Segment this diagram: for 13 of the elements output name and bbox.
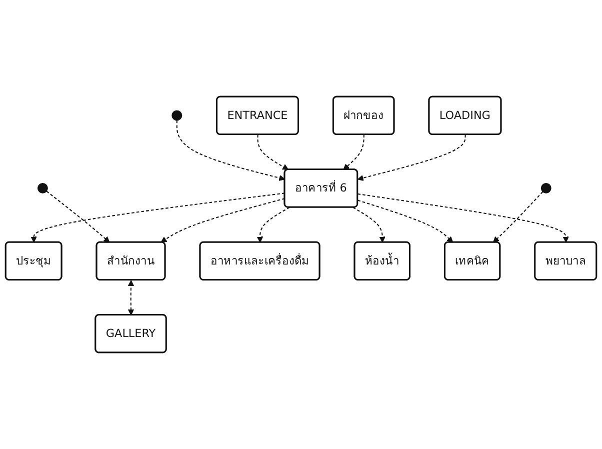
arrow [357, 134, 466, 181]
arrow [492, 191, 544, 243]
arrow [128, 280, 134, 316]
arrow [176, 120, 286, 181]
arrow [358, 193, 569, 243]
arrow [352, 206, 386, 243]
arrow [30, 192, 285, 243]
arrow [256, 206, 290, 243]
arrow [46, 190, 110, 243]
arrow [160, 198, 285, 243]
arrow [257, 134, 289, 170]
arrow [343, 134, 364, 170]
arrow [358, 200, 454, 243]
